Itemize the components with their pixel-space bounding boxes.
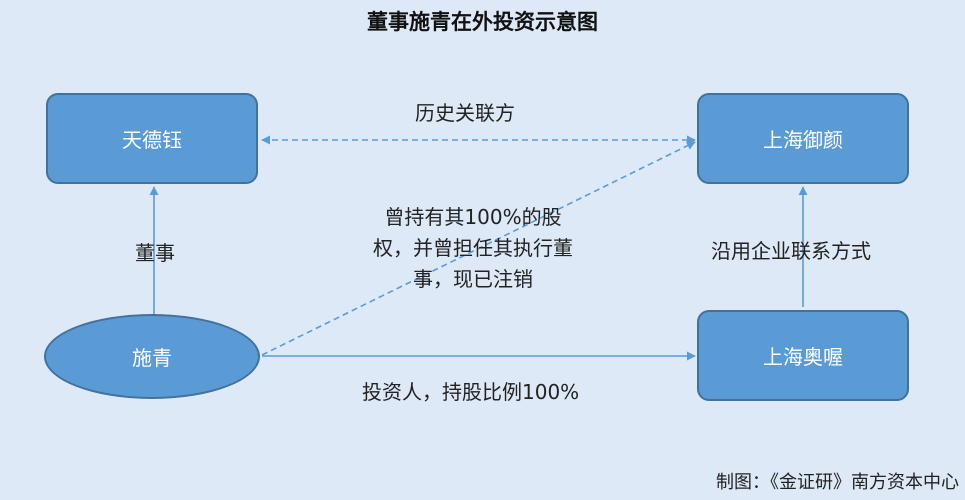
source-credit: 制图：《金证研》南方资本中心	[716, 472, 959, 493]
edge-label-investor: 投资人，持股比例100%	[362, 380, 580, 404]
edge-label-related-party: 历史关联方	[415, 101, 515, 125]
node-shiqing: 施青	[44, 314, 260, 399]
edge-label-formerly-held: 曾持有其100%的股权，并曾担任其执行董事，现已注销	[373, 205, 573, 291]
node-shanghai-yuyan: 上海御颜	[697, 93, 909, 184]
node-shanghai-aowo-label: 上海奥喔	[763, 345, 843, 369]
node-tiandeyu: 天德钰	[46, 93, 258, 184]
diagram-title: 董事施青在外投资示意图	[367, 10, 598, 34]
node-shanghai-yuyan-label: 上海御颜	[763, 128, 843, 152]
node-shiqing-label: 施青	[132, 346, 172, 370]
node-tiandeyu-label: 天德钰	[122, 128, 182, 152]
edge-label-same-contact: 沿用企业联系方式	[711, 239, 871, 263]
formerly-held-arrow	[261, 141, 696, 356]
node-shanghai-aowo: 上海奥喔	[697, 310, 909, 401]
edge-label-director: 董事	[135, 241, 175, 265]
